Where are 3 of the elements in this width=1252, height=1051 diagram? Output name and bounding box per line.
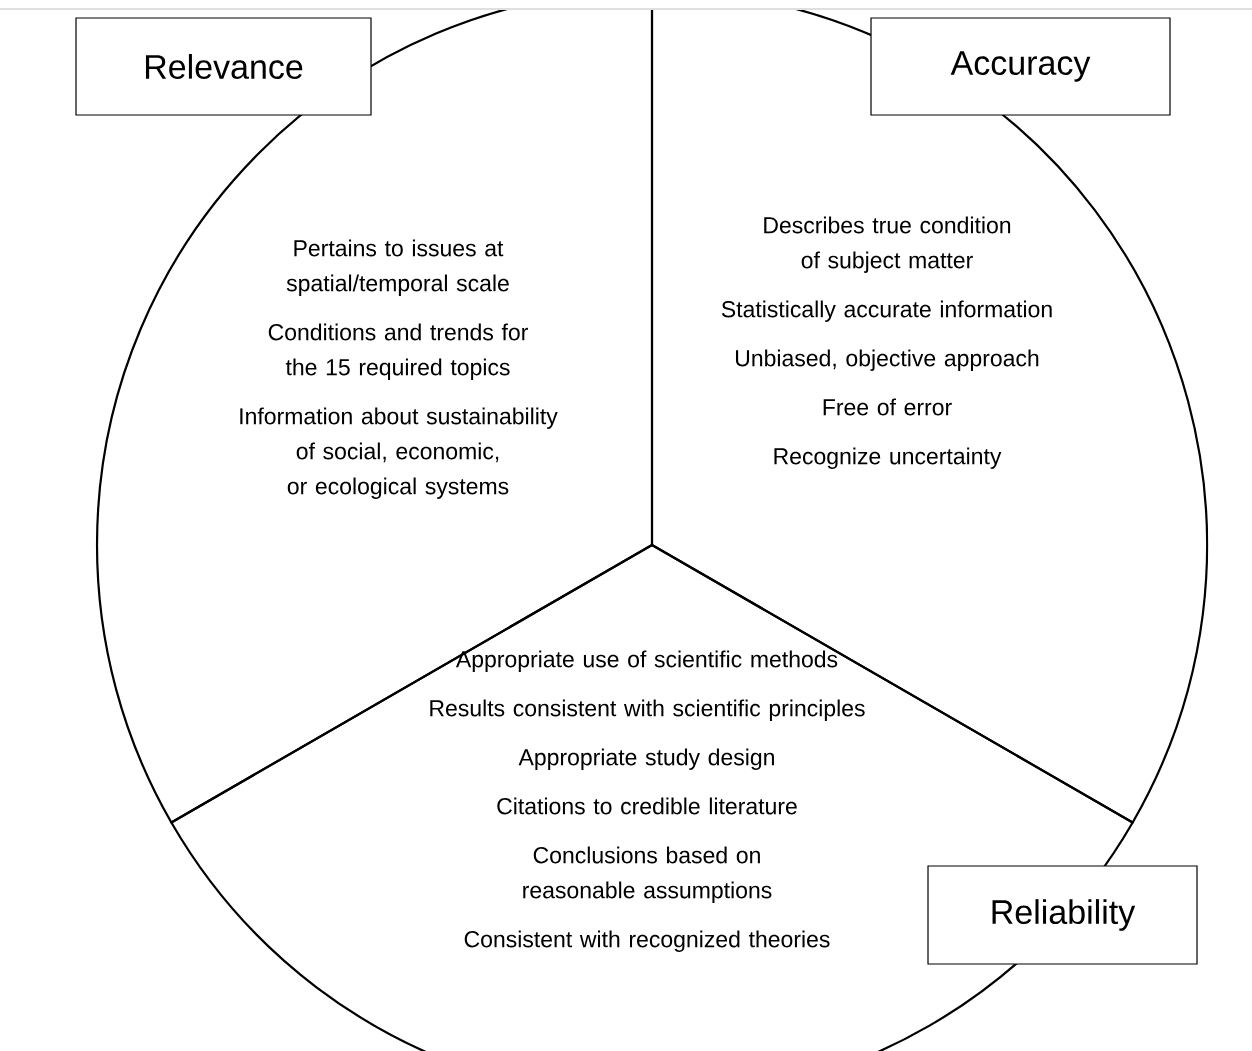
heading-box: Accuracy: [870, 17, 1171, 116]
heading-box: Relevance: [75, 17, 372, 116]
heading-box: Reliability: [927, 865, 1198, 965]
